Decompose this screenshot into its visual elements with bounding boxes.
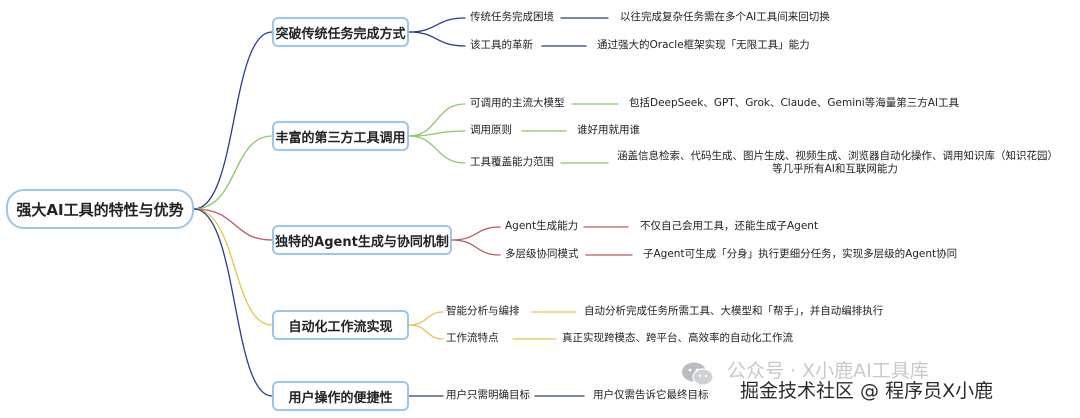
item-detail: 不仅自己会用工具，还能生成子Agent bbox=[640, 220, 819, 232]
branch-node-user-convenience: 用户操作的便捷性 bbox=[272, 381, 409, 411]
branch-node-third-party-tools: 丰富的第三方工具调用 bbox=[272, 121, 409, 151]
edge-b2-item2 bbox=[408, 130, 466, 137]
item-detail: 谁好用就用谁 bbox=[577, 124, 640, 136]
edge-b1-item2 bbox=[408, 31, 466, 47]
edge-b3-item1 bbox=[451, 226, 501, 241]
item-detail: 用户仅需告诉它最终目标 bbox=[593, 389, 709, 401]
branch-node-traditional-task: 突破传统任务完成方式 bbox=[272, 17, 409, 47]
edge-b2-item1 bbox=[408, 103, 466, 137]
item-label: 工作流特点 bbox=[446, 332, 499, 344]
edge-root-branch3 bbox=[193, 208, 273, 241]
edge-b2-item3 bbox=[408, 135, 466, 164]
edge-root-branch5 bbox=[193, 208, 273, 397]
edge-b4-item1 bbox=[408, 311, 444, 326]
edge-root-branch1 bbox=[193, 31, 273, 210]
edge-root-branch4 bbox=[193, 208, 273, 326]
branch-node-agent-mechanism: 独特的Agent生成与协同机制 bbox=[272, 225, 452, 255]
item-detail: 包括DeepSeek、GPT、Grok、Claude、Gemini等海量第三方A… bbox=[629, 97, 960, 109]
item-label: 该工具的革新 bbox=[470, 39, 533, 51]
watermark-wechat-account: 公众号 · X小鹿AI工具库 bbox=[727, 360, 929, 382]
edge-b4-item2 bbox=[408, 324, 444, 340]
detail-line: 等几乎所有AI和互联网能力 bbox=[772, 163, 898, 175]
edge-root-branch2 bbox=[193, 135, 273, 210]
detail-line: 涵盖信息检索、代码生成、图片生成、视频生成、浏览器自动化操作、调用知识库（知识花… bbox=[617, 150, 1058, 162]
item-label: 可调用的主流大模型 bbox=[470, 97, 565, 109]
item-label: Agent生成能力 bbox=[505, 220, 579, 232]
watermark-juejin-author: 掘金技术社区 @ 程序员X小鹿 bbox=[740, 380, 994, 402]
item-label: 传统任务完成困境 bbox=[470, 11, 554, 23]
item-detail: 真正实现跨模态、跨平台、高效率的自动化工作流 bbox=[562, 332, 793, 344]
root-node: 强大AI工具的特性与优势 bbox=[6, 189, 194, 229]
item-detail: 子Agent可生成「分身」执行更细分任务，实现多层级的Agent协同 bbox=[643, 248, 958, 260]
item-detail-multiline: 涵盖信息检索、代码生成、图片生成、视频生成、浏览器自动化操作、调用知识库（知识花… bbox=[617, 150, 1058, 176]
item-label: 多层级协同模式 bbox=[505, 248, 579, 260]
edge-b1-item1 bbox=[408, 17, 466, 33]
item-label: 用户只需明确目标 bbox=[446, 389, 530, 401]
item-label: 智能分析与编排 bbox=[446, 305, 520, 317]
item-label: 工具覆盖能力范围 bbox=[470, 156, 554, 168]
item-detail: 以往完成复杂任务需在多个AI工具间来回切换 bbox=[620, 11, 830, 23]
item-label: 调用原则 bbox=[470, 124, 512, 136]
branch-node-automation-workflow: 自动化工作流实现 bbox=[272, 310, 409, 340]
item-detail: 通过强大的Oracle框架实现「无限工具」能力 bbox=[597, 39, 810, 51]
item-detail: 自动分析完成任务所需工具、大模型和「帮手」，并自动编排执行 bbox=[584, 305, 884, 317]
wechat-icon bbox=[682, 362, 714, 386]
edge-b3-item2 bbox=[451, 239, 501, 256]
